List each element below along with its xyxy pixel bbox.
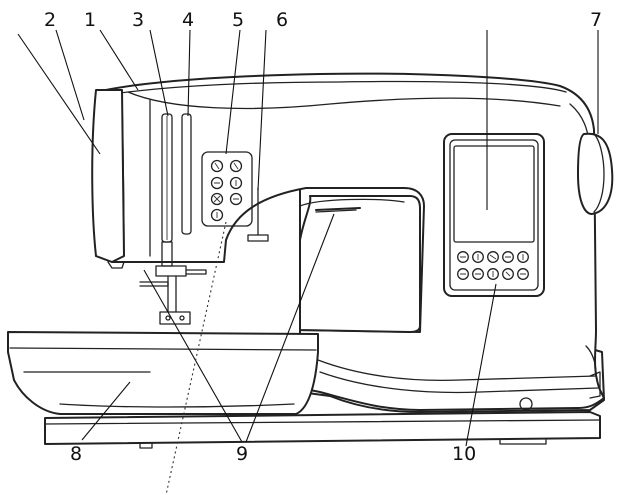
callout-2: 2 [44, 9, 56, 31]
leader-9b [245, 213, 335, 443]
leader-dotted [165, 221, 227, 495]
callout-4: 4 [182, 9, 194, 31]
arm-opening [299, 195, 421, 333]
callout-10: 10 [452, 443, 476, 465]
side-slot [589, 371, 601, 399]
leader-1 [99, 29, 139, 91]
callout-9: 9 [236, 443, 248, 465]
handwheel [577, 132, 614, 215]
leader-lines [17, 29, 599, 495]
leader-6 [257, 29, 267, 191]
callout-5: 5 [232, 9, 244, 31]
callout-6: 6 [276, 9, 288, 31]
base-plate [44, 411, 601, 449]
leader-8 [81, 381, 131, 441]
leader-2b [17, 33, 101, 155]
leader-9a [143, 269, 243, 443]
needle-assembly [139, 241, 207, 325]
callout-3: 3 [132, 9, 144, 31]
leader-10 [465, 283, 497, 447]
lcd-touch-screen [443, 133, 545, 297]
foot-controller-jack [519, 397, 533, 411]
thread-guide-slider [247, 187, 269, 242]
operation-buttons-panel [201, 151, 253, 227]
callout-7: 7 [590, 9, 602, 31]
callout-1: 1 [84, 9, 96, 31]
leader-4 [187, 29, 191, 117]
leader-2 [55, 29, 85, 121]
callout-8: 8 [70, 443, 82, 465]
keypad-buttons [457, 251, 529, 280]
leader-3 [149, 29, 169, 117]
machine-head [91, 89, 192, 269]
accessory-table [7, 331, 319, 415]
callout-labels: 2 1 3 4 5 6 7 8 9 10 [44, 9, 602, 465]
leader-5 [225, 29, 241, 155]
